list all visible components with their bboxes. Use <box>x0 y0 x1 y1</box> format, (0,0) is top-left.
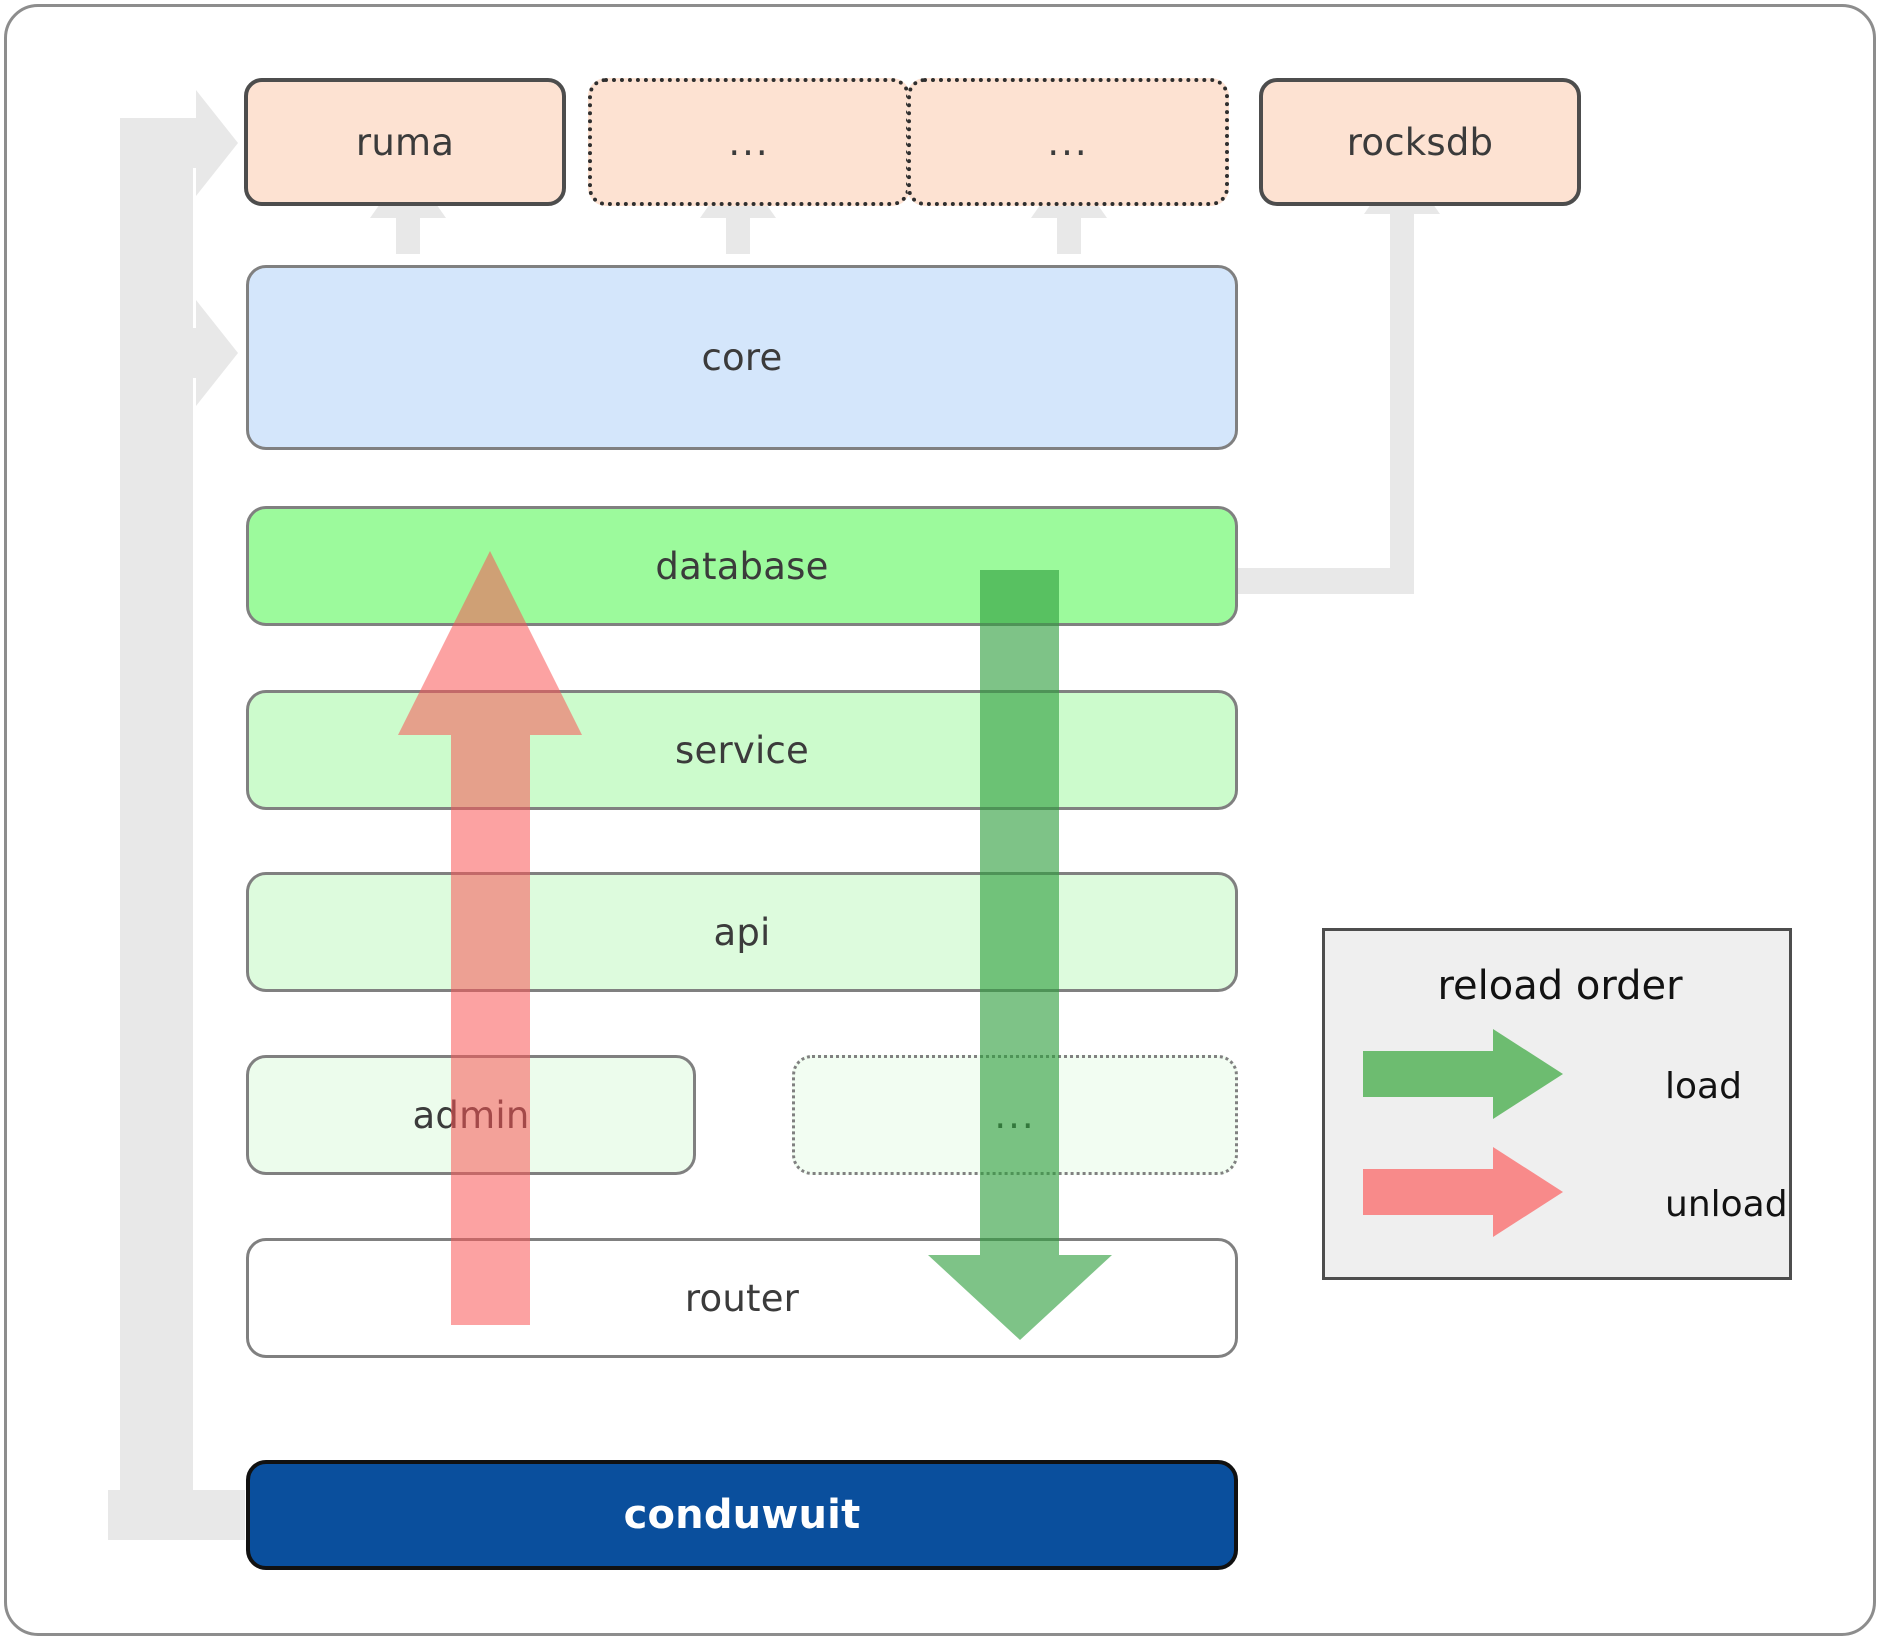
canvas-frame <box>4 4 1876 1636</box>
dependency-node-placeholder-1[interactable]: ... <box>588 78 910 206</box>
layer-node-admin[interactable]: admin <box>246 1055 696 1175</box>
legend-title: reload order <box>1437 963 1683 1009</box>
layer-label: database <box>655 544 829 588</box>
root-node-conduwuit[interactable]: conduwuit <box>246 1460 1238 1570</box>
dependency-node-placeholder-2[interactable]: ... <box>907 78 1229 206</box>
dependency-label: ... <box>1047 120 1089 164</box>
dependency-node-rocksdb[interactable]: rocksdb <box>1259 78 1581 206</box>
legend-swatch-layer <box>1363 1029 1563 1237</box>
layer-label: service <box>675 728 809 772</box>
dependency-label: ... <box>728 120 770 164</box>
dependency-label: ruma <box>355 120 455 164</box>
layer-node-api[interactable]: api <box>246 872 1238 992</box>
legend-label-load: load <box>1665 1066 1742 1107</box>
legend-swatch-load <box>1363 1029 1563 1119</box>
layer-node-service[interactable]: service <box>246 690 1238 810</box>
layer-label: router <box>684 1276 800 1320</box>
layer-node-database[interactable]: database <box>246 506 1238 626</box>
legend-swatch-unload <box>1363 1147 1563 1237</box>
legend-label-unload: unload <box>1665 1184 1788 1225</box>
legend-panel: reload order load unload <box>1322 928 1792 1280</box>
layer-node-core[interactable]: core <box>246 265 1238 450</box>
layer-label: admin <box>412 1093 530 1137</box>
dependency-node-ruma[interactable]: ruma <box>244 78 566 206</box>
root-label: conduwuit <box>623 1492 861 1538</box>
dependency-label: rocksdb <box>1346 120 1494 164</box>
layer-label: ... <box>994 1093 1036 1137</box>
layer-label: api <box>713 910 771 954</box>
layer-node-router[interactable]: router <box>246 1238 1238 1358</box>
layer-node-placeholder[interactable]: ... <box>792 1055 1238 1175</box>
layer-label: core <box>701 336 783 379</box>
